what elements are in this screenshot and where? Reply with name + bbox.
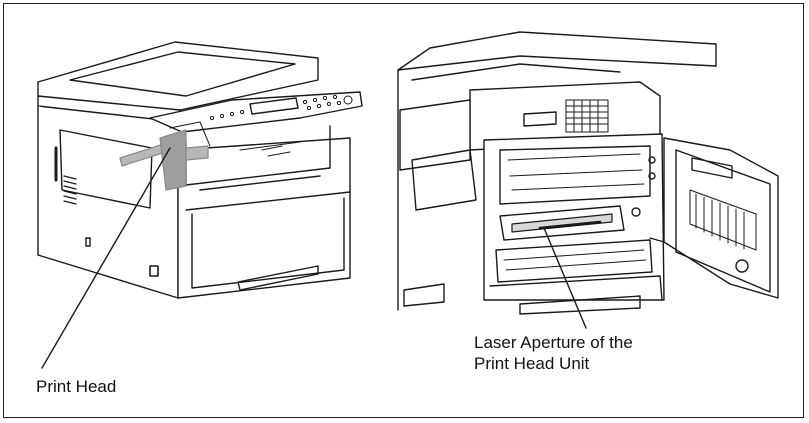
print-head-label: Print Head [36, 376, 116, 397]
laser-aperture-label-line2: Print Head Unit [474, 353, 633, 374]
copier-open [398, 32, 778, 314]
laser-aperture-label: Laser Aperture of the Print Head Unit [474, 332, 633, 374]
laser-aperture-label-line1: Laser Aperture of the [474, 332, 633, 353]
copier-closed [38, 42, 362, 298]
